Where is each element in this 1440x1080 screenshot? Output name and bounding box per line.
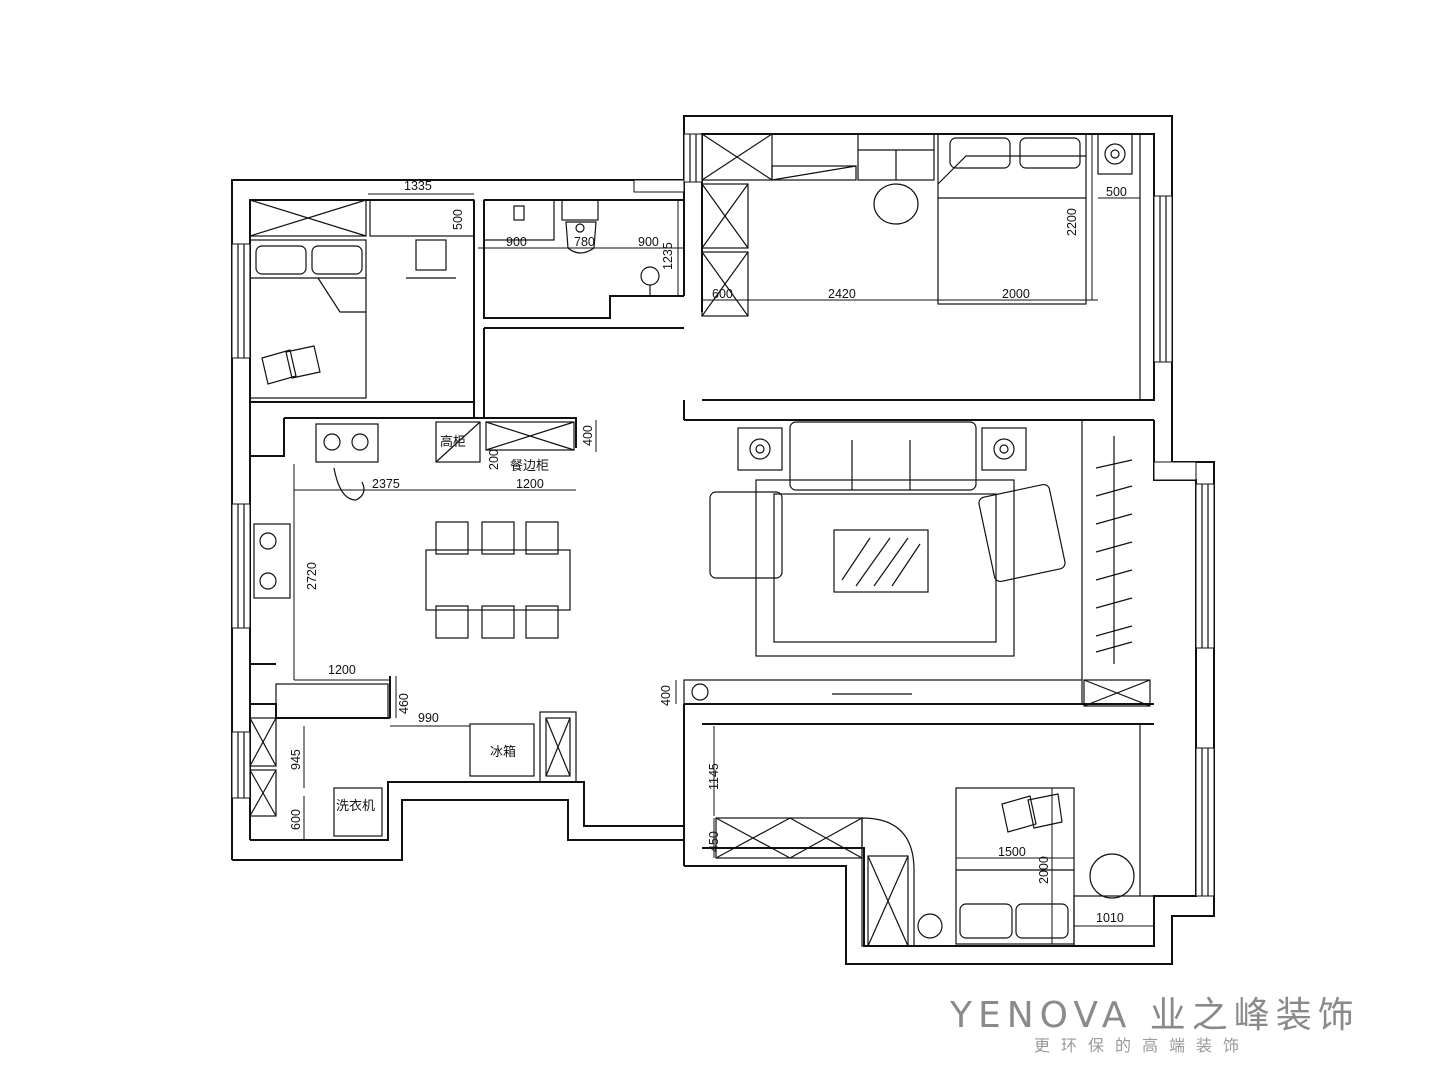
kitchen-dining [249, 421, 577, 837]
outer-walls [231, 115, 1215, 965]
dim-600-closet: 600 [712, 287, 733, 301]
dim-1500: 1500 [998, 845, 1026, 859]
dim-400-cabinet: 400 [659, 685, 673, 706]
dim-1010: 1010 [1096, 911, 1124, 925]
label-tall-cabinet: 高柜 [440, 434, 466, 450]
dim-2200: 2200 [1065, 208, 1079, 236]
dim-600-washer: 600 [289, 809, 303, 830]
southeast-bedroom [715, 724, 1155, 947]
dim-500-west: 500 [451, 209, 465, 230]
dimension-labels: 1335 500 900 780 900 1235 600 2420 2000 … [289, 179, 1127, 925]
northeast-bedroom [701, 133, 1141, 400]
dim-500-nightstand: 500 [1106, 185, 1127, 199]
dim-1145: 1145 [707, 763, 721, 790]
dim-1335: 1335 [404, 179, 432, 193]
dim-2000-bed: 2000 [1002, 287, 1030, 301]
windows [231, 133, 1215, 897]
dim-2720: 2720 [305, 562, 319, 590]
living-room [683, 420, 1151, 707]
dim-945: 945 [289, 749, 303, 770]
brand-slogan: 更环保的高端装饰 [1034, 1036, 1251, 1055]
dim-780: 780 [574, 235, 595, 249]
brand-name: YENOVA 业之峰装饰 [950, 995, 1360, 1036]
dimension-lines [293, 134, 1154, 944]
dim-460: 460 [397, 693, 411, 714]
dim-450: 450 [707, 831, 721, 852]
dim-200: 200 [487, 449, 501, 470]
dim-990: 990 [418, 711, 439, 725]
label-sideboard: 餐边柜 [510, 458, 549, 474]
dim-900-bath: 900 [638, 235, 659, 249]
dim-1200-top: 1200 [516, 477, 544, 491]
brand-watermark: YENOVA 业之峰装饰 更环保的高端装饰 [950, 986, 1410, 1066]
dim-2375: 2375 [372, 477, 400, 491]
dim-1200-bottom: 1200 [328, 663, 356, 677]
wardrobe-hangers [1095, 436, 1133, 664]
dim-900-sink: 900 [506, 235, 527, 249]
dim-2420: 2420 [828, 287, 856, 301]
fixture-labels: 高柜 餐边柜 冰箱 洗衣机 [336, 434, 549, 814]
dim-2000-south-bed: 2000 [1037, 856, 1051, 884]
dim-400-sideboard: 400 [581, 425, 595, 446]
label-fridge: 冰箱 [490, 744, 516, 760]
interior-walls [250, 180, 685, 719]
west-bedroom [249, 199, 475, 399]
label-washer: 洗衣机 [336, 798, 375, 814]
dim-1235: 1235 [661, 242, 675, 270]
